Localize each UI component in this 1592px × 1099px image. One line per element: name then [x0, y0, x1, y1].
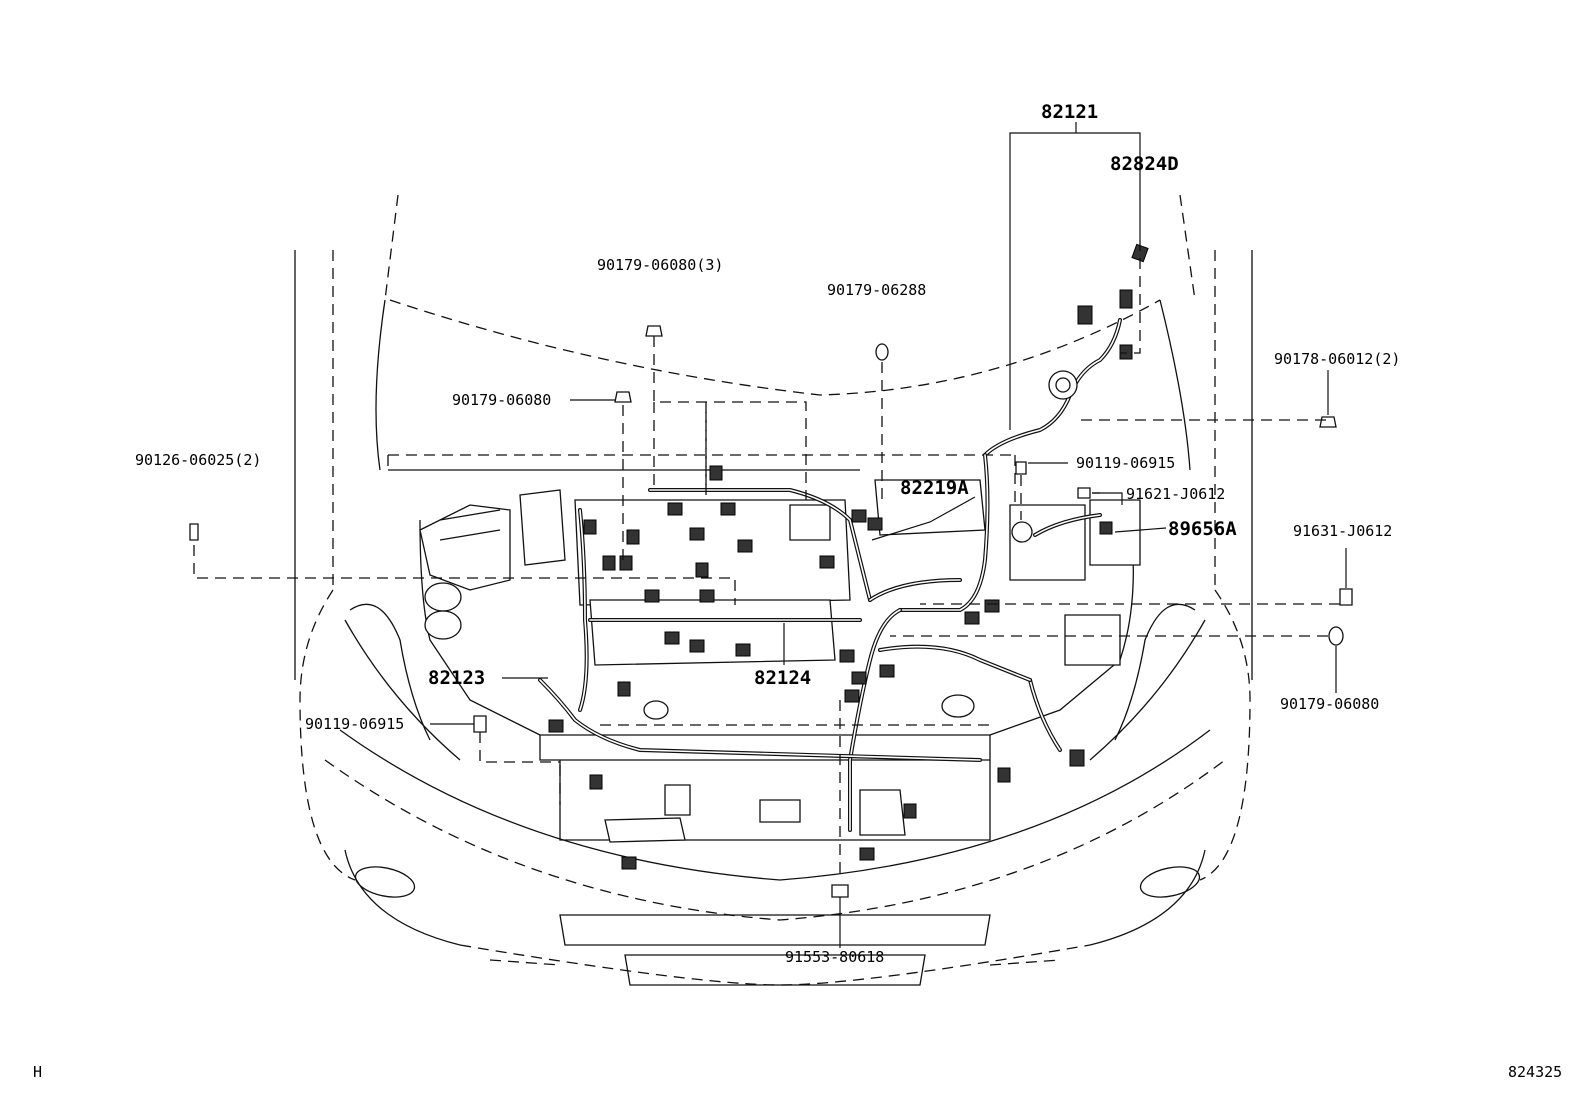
- part-label-90179-06080-a: 90179-06080: [452, 391, 551, 409]
- vehicle-body-outline: [294, 194, 1253, 986]
- clip-icon: [875, 343, 889, 361]
- part-label-82124: 82124: [754, 667, 811, 689]
- bolt-icon: [473, 715, 487, 733]
- part-label-90126-06025-2: 90126-06025(2): [135, 451, 261, 469]
- part-label-82123: 82123: [428, 667, 485, 689]
- bolt-icon: [1339, 588, 1353, 606]
- bolt-icon: [1077, 487, 1091, 499]
- part-label-91631-j0612: 91631-J0612: [1293, 522, 1392, 540]
- part-label-90178-06012-2: 90178-06012(2): [1274, 350, 1400, 368]
- main-wire-harness: [538, 318, 1122, 832]
- part-label-90119-06915-b: 90119-06915: [305, 715, 404, 733]
- part-label-90179-06080-3: 90179-06080(3): [597, 256, 723, 274]
- bolt-icon: [831, 884, 849, 898]
- part-label-82121: 82121: [1041, 101, 1098, 123]
- bolt-icon: [614, 391, 632, 403]
- clip-icon: [1328, 626, 1344, 646]
- part-label-90179-06080-b: 90179-06080: [1280, 695, 1379, 713]
- part-label-91553-80618: 91553-80618: [785, 948, 884, 966]
- part-label-91621-j0612: 91621-J0612: [1126, 485, 1225, 503]
- engine-components: [419, 479, 1141, 843]
- harness-connectors: [548, 243, 1149, 870]
- part-labels: 82121 82824D 90179-06080(3) 90179-06288 …: [135, 101, 1400, 966]
- part-label-89656a: 89656A: [1168, 518, 1237, 540]
- bolt-icon: [189, 523, 199, 541]
- part-label-90179-06288: 90179-06288: [827, 281, 926, 299]
- bolt-icon: [645, 325, 663, 337]
- bolt-icon: [1015, 461, 1027, 475]
- fasteners: [189, 325, 1353, 898]
- bolt-icon: [1319, 416, 1337, 428]
- part-label-82219a: 82219A: [900, 477, 969, 499]
- leader-lines: [193, 122, 1347, 948]
- part-label-82824d: 82824D: [1110, 153, 1179, 175]
- corner-label-left: H: [33, 1063, 42, 1081]
- diagram-reference-number: 824325: [1508, 1063, 1562, 1081]
- part-label-90119-06915-a: 90119-06915: [1076, 454, 1175, 472]
